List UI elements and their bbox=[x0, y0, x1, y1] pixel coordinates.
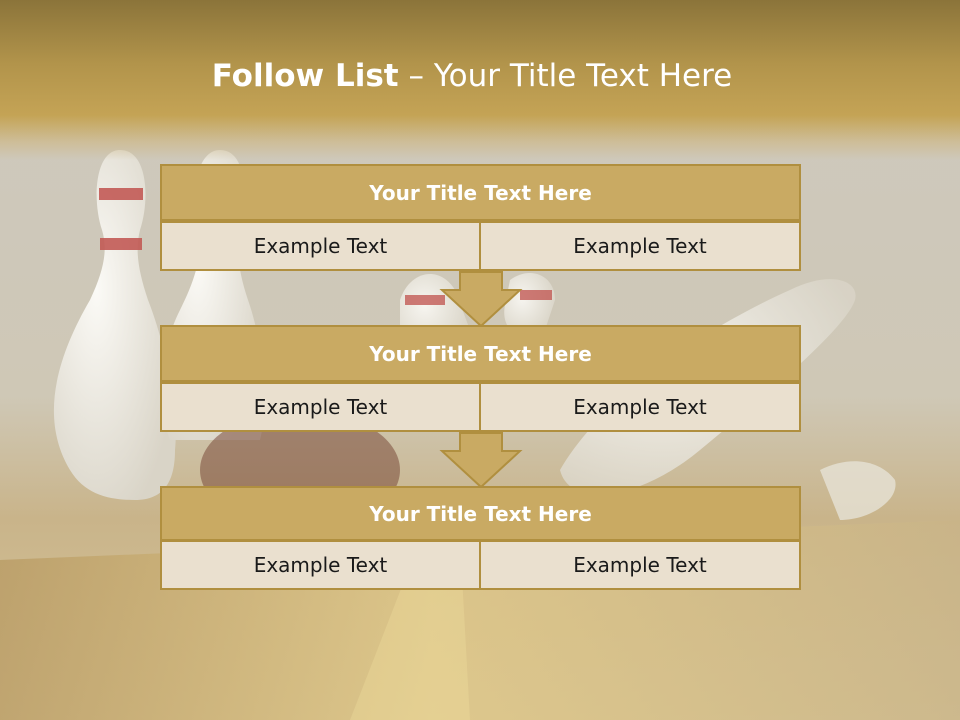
stage-left-cell: Example Text bbox=[160, 540, 481, 590]
stage-right-cell: Example Text bbox=[479, 540, 801, 590]
stage-left-cell: Example Text bbox=[160, 221, 481, 271]
stage-left-cell: Example Text bbox=[160, 382, 481, 432]
slide-title-bold: Follow List bbox=[211, 58, 399, 94]
slide-title-rest: – Your Title Text Here bbox=[408, 58, 733, 94]
title-band bbox=[0, 0, 960, 160]
down-arrow-icon bbox=[439, 432, 523, 489]
stage-title: Your Title Text Here bbox=[160, 325, 801, 382]
stage-title: Your Title Text Here bbox=[160, 486, 801, 541]
stage-right-cell: Example Text bbox=[479, 382, 801, 432]
stage-title: Your Title Text Here bbox=[160, 164, 801, 221]
down-arrow-icon bbox=[439, 271, 523, 328]
slide-title: Follow List – Your Title Text Here bbox=[0, 54, 944, 98]
stage-right-cell: Example Text bbox=[479, 221, 801, 271]
